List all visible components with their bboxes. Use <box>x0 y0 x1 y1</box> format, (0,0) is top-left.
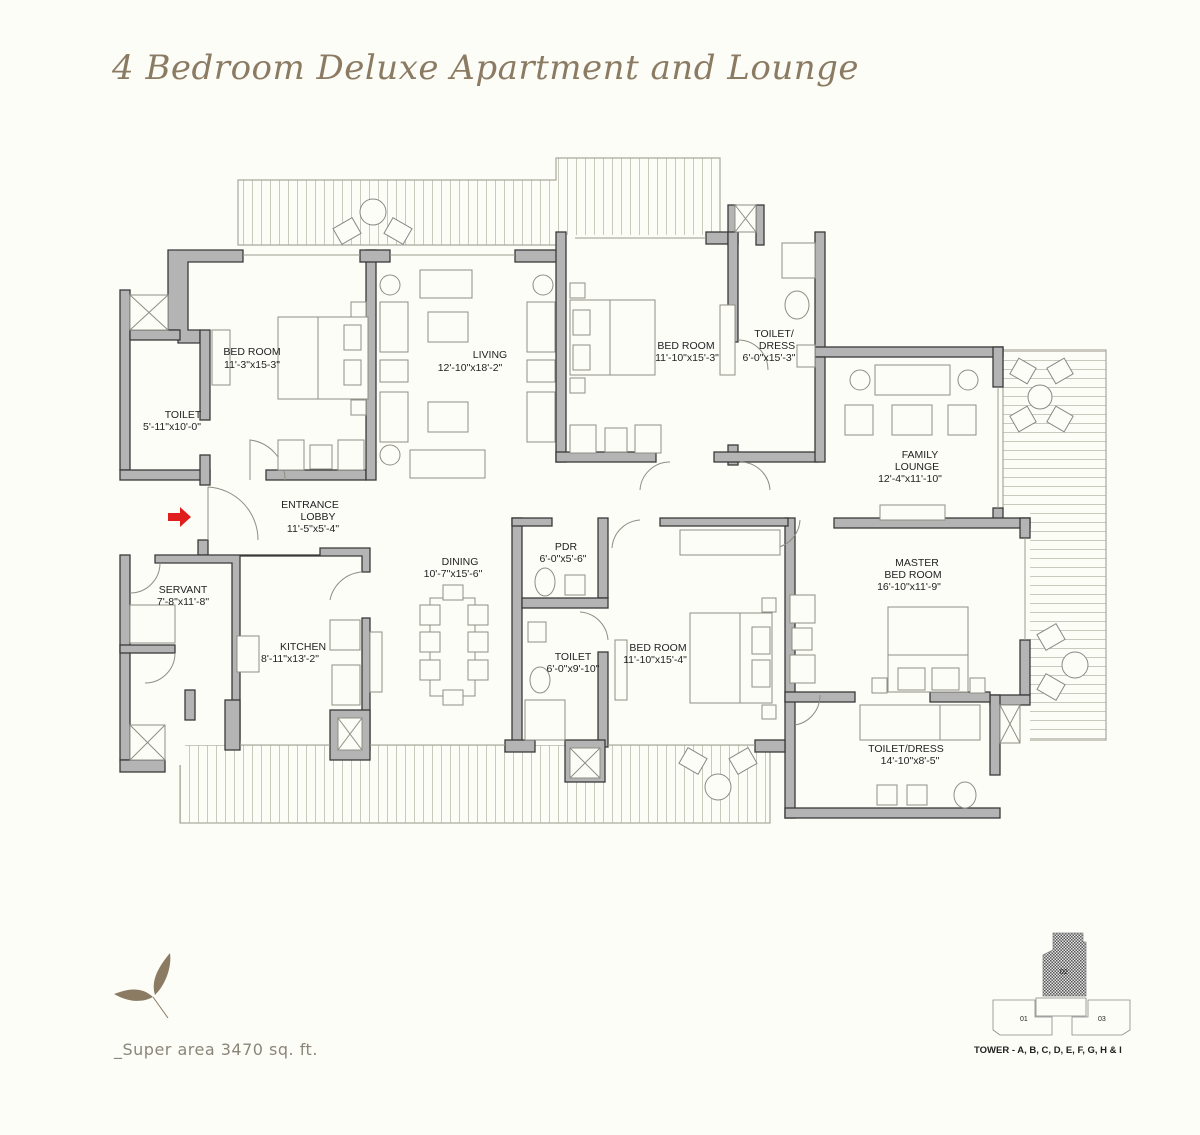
page-title: 4 Bedroom Deluxe Apartment and Lounge <box>112 48 860 88</box>
room-label-entrance-lobby: ENTRANCE <box>281 499 339 511</box>
room-label-dining: DINING <box>442 556 479 568</box>
room-label-servant: SERVANT <box>159 584 208 596</box>
key-plan-unit-02: 02 <box>1060 969 1068 976</box>
room-label-toilet-dress-1: TOILET/ <box>754 328 794 340</box>
room-size-servant: 7'-8"x11'-8" <box>157 596 209 608</box>
room-size-family-lounge: 12'-4"x11'-10" <box>878 473 942 485</box>
room-size-bedroom-1: 11'-3"x15-3" <box>224 359 280 371</box>
room-size-toilet-dress-1: 6'-0"x15'-3" <box>743 352 796 364</box>
room-label-bedroom-3: BED ROOM <box>629 642 686 654</box>
room-label-bedroom-1: BED ROOM <box>223 346 280 358</box>
room-size-kitchen: 8'-11"x13'-2" <box>261 653 319 665</box>
room-label-kitchen: KITCHEN <box>280 641 326 653</box>
tower-list: TOWER - A, B, C, D, E, F, G, H & I <box>974 1045 1122 1056</box>
room-size-living: 12'-10"x18'-2" <box>438 362 503 374</box>
room-label-bedroom-2: BED ROOM <box>657 340 714 352</box>
room-size-bedroom-2: 11'-10"x15'-3" <box>655 352 719 364</box>
room-size-master-bedroom: 16'-10"x11'-9" <box>877 581 941 593</box>
room-label-family-lounge-b: LOUNGE <box>895 461 939 473</box>
room-size-toilet-dress-2: 14'-10"x8'-5" <box>881 755 940 767</box>
entrance-arrow-icon <box>168 507 191 527</box>
room-label-master-bedroom: MASTER <box>895 557 939 569</box>
room-label-family-lounge: FAMILY <box>902 449 939 461</box>
room-label-toilet-1: TOILET <box>165 409 202 421</box>
room-label-entrance-lobby-b: LOBBY <box>300 511 335 523</box>
room-size-entrance-lobby: 11'-5"x5'-4" <box>287 523 339 535</box>
room-label-master-bedroom-b: BED ROOM <box>884 569 941 581</box>
key-plan-unit-03: 03 <box>1098 1016 1106 1023</box>
room-size-bedroom-3: 11'-10"x15'-4" <box>623 654 687 666</box>
key-plan: 01 02 03 <box>992 932 1131 1036</box>
balcony-bottom <box>179 744 771 824</box>
room-label-pdr: PDR <box>555 541 578 553</box>
room-size-toilet-2: 6'-0"x9'-10" <box>547 663 600 675</box>
room-size-pdr: 6'-0"x5'-6" <box>539 553 586 565</box>
balcony-top <box>237 157 721 246</box>
room-labels: BED ROOM 11'-3"x15-3" TOILET 5'-11"x10'-… <box>143 328 944 767</box>
room-label-living: LIVING <box>473 349 507 361</box>
room-size-dining: 10'-7"x15'-6" <box>424 568 483 580</box>
room-label-toilet-dress-2: TOILET/DRESS <box>868 743 944 755</box>
super-area: _Super area 3470 sq. ft. <box>114 1040 318 1059</box>
room-label-toilet-2: TOILET <box>555 651 592 663</box>
key-plan-unit-01: 01 <box>1020 1016 1028 1023</box>
room-size-toilet-1: 5'-11"x10'-0" <box>143 421 201 433</box>
room-label-toilet-dress-1-b: DRESS <box>759 340 795 352</box>
leaf-logo-icon <box>114 953 171 1019</box>
